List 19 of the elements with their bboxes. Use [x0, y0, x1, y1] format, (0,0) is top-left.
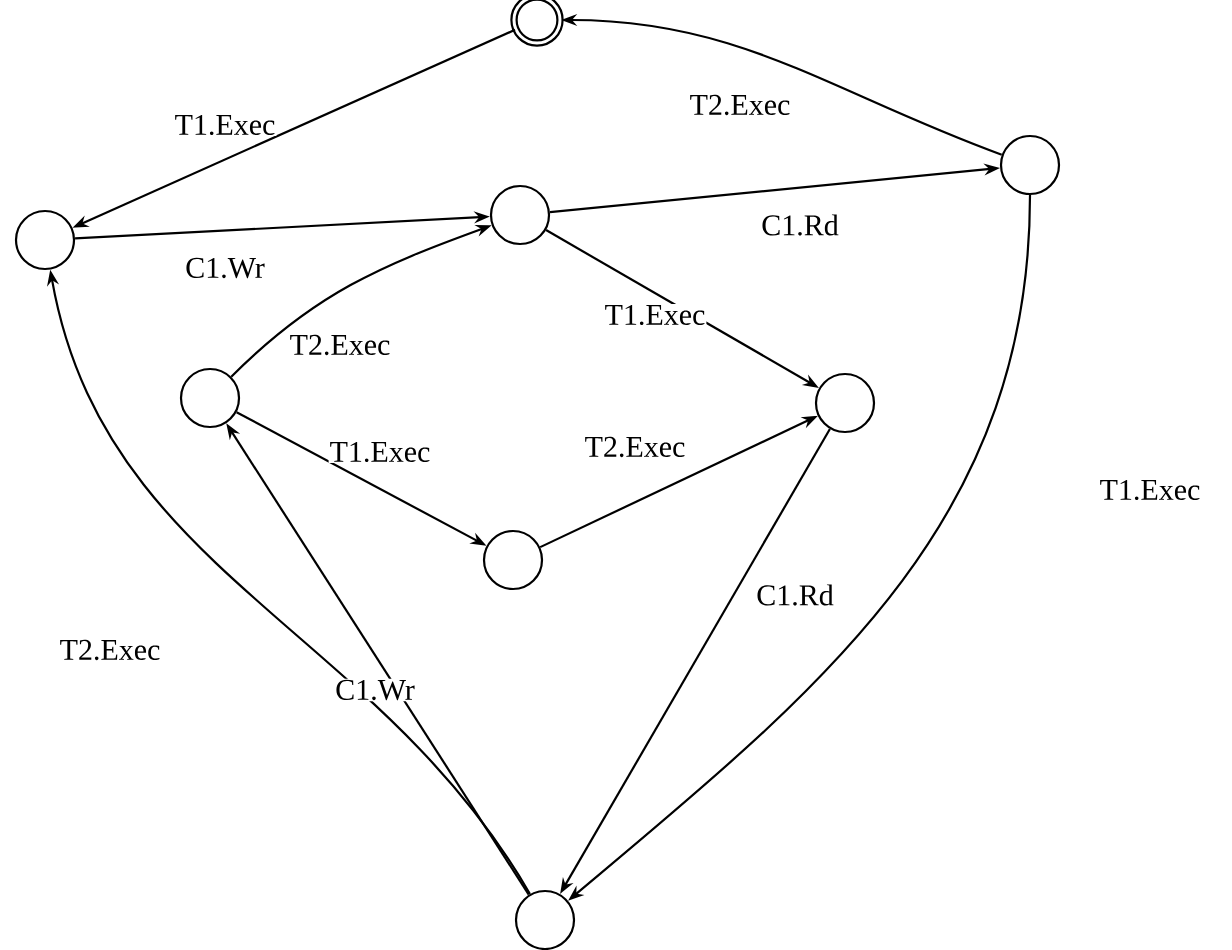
edge-label: C1.Rd: [755, 583, 835, 607]
edge-label: T1.Exec: [1098, 478, 1202, 502]
edge-label: T1.Exec: [603, 303, 707, 327]
edge-label: T2.Exec: [58, 638, 162, 662]
edge-label: T1.Exec: [328, 440, 432, 464]
state-circle: [489, 184, 551, 246]
edge-label: T2.Exec: [583, 435, 687, 459]
edge-label: C1.Wr: [184, 256, 266, 280]
state-circle: [14, 209, 76, 271]
edge-label: T2.Exec: [688, 93, 792, 117]
final-state-circle: [510, 0, 564, 47]
state-circle: [999, 134, 1061, 196]
state-circle: [814, 372, 876, 434]
edge-label: C1.Rd: [760, 213, 840, 237]
edge-label: T2.Exec: [288, 333, 392, 357]
edge-label: T1.Exec: [173, 113, 277, 137]
state-circle: [482, 529, 544, 591]
edge-label: C1.Wr: [334, 678, 416, 702]
state-circle: [179, 367, 241, 429]
